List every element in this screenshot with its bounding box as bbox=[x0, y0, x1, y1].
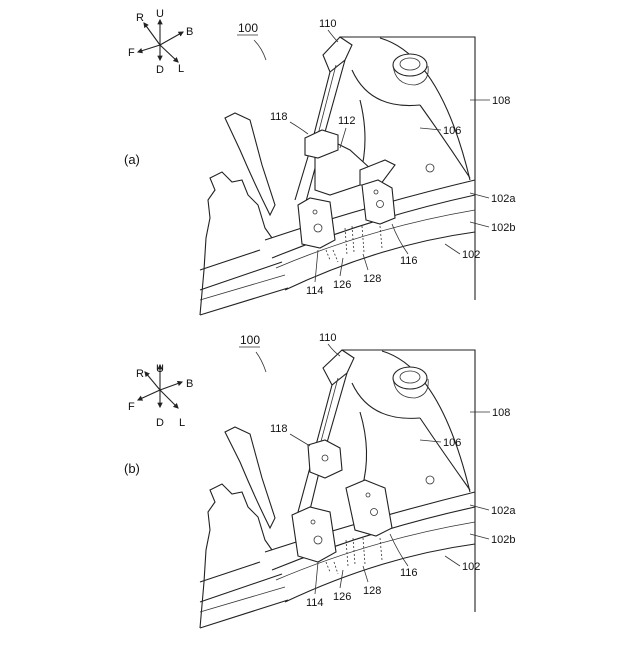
compass-b: R U B F D L bbox=[128, 363, 193, 429]
dir-l: L bbox=[178, 63, 184, 75]
ref-114-a: 114 bbox=[306, 285, 324, 297]
ref-112-a: 112 bbox=[338, 115, 356, 127]
ref-102-a: 102 bbox=[462, 249, 480, 261]
dir-f-b: F bbox=[128, 401, 135, 413]
ref-106-b: 106 bbox=[443, 437, 461, 449]
ref-118-a: 118 bbox=[270, 111, 288, 123]
dir-u-b: U bbox=[156, 363, 164, 375]
ref-126-b: 126 bbox=[333, 591, 351, 603]
ref-106-a: 106 bbox=[443, 125, 461, 137]
dir-f: F bbox=[128, 47, 135, 59]
ref-102b-a: 102b bbox=[491, 222, 515, 234]
ref-114-b: 114 bbox=[306, 597, 324, 609]
ref-126-a: 126 bbox=[333, 279, 351, 291]
ref-128-b: 128 bbox=[363, 585, 381, 597]
ref-102b-b: 102b bbox=[491, 534, 515, 546]
ref-100-label: 100 bbox=[238, 21, 258, 35]
drawing-a bbox=[200, 37, 475, 315]
panel-b: R U B F D L 100 (b) bbox=[124, 332, 516, 628]
ref-110-b: 110 bbox=[319, 332, 337, 344]
ref-102-b: 102 bbox=[462, 561, 480, 573]
drawing-b bbox=[200, 350, 475, 628]
dir-r-b: R bbox=[136, 368, 144, 380]
panel-a: R U B F D L 100 (a) bbox=[124, 8, 516, 315]
ref-116-b: 116 bbox=[400, 567, 418, 579]
ref-100-label-b: 100 bbox=[240, 333, 260, 347]
dir-b: B bbox=[186, 26, 193, 38]
ref-102a-a: 102a bbox=[491, 193, 516, 205]
dir-d: D bbox=[156, 64, 164, 76]
compass-a: R U B F D L bbox=[128, 8, 193, 76]
ref-118-b: 118 bbox=[270, 423, 288, 435]
ref-110-a: 110 bbox=[319, 18, 337, 30]
dir-d-b: D bbox=[156, 417, 164, 429]
ref-128-a: 128 bbox=[363, 273, 381, 285]
panel-label-a: (a) bbox=[124, 152, 140, 167]
panel-label-b: (b) bbox=[124, 461, 140, 476]
ref-108-b: 108 bbox=[492, 407, 510, 419]
dir-l-b: L bbox=[179, 417, 185, 429]
dir-r: R bbox=[136, 12, 144, 24]
ref-100-a: 100 bbox=[237, 21, 266, 60]
dir-u: U bbox=[156, 8, 164, 20]
ref-102a-b: 102a bbox=[491, 505, 516, 517]
ref-108-a: 108 bbox=[492, 95, 510, 107]
ref-116-a: 116 bbox=[400, 255, 418, 267]
ref-100-b: 100 bbox=[239, 333, 266, 372]
dir-b-b: B bbox=[186, 378, 193, 390]
